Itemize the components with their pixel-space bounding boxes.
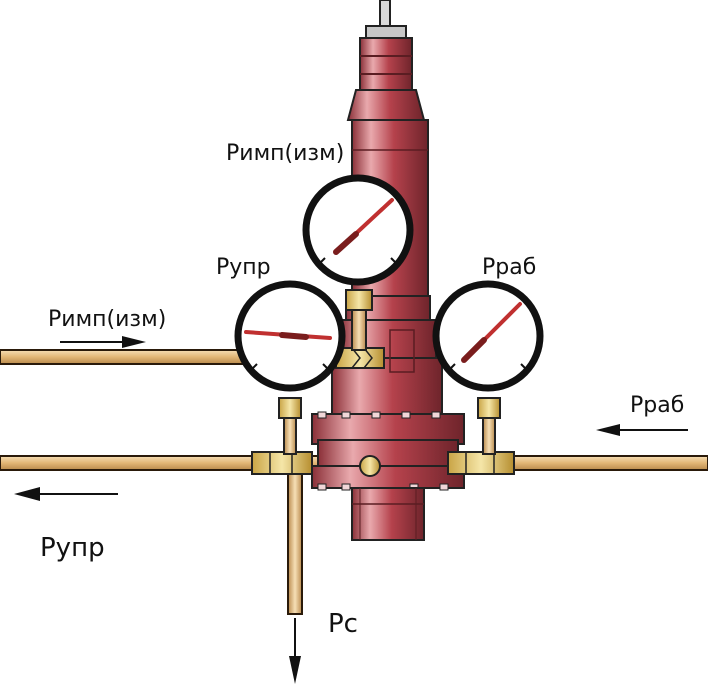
label-gauge-left: Pупр — [216, 255, 271, 280]
gauge-stem-left — [278, 397, 302, 455]
label-inlet-right: Pраб — [630, 393, 684, 418]
flow-arrow-inlet-right-icon — [596, 424, 688, 436]
label-gauge-top: Pимп(изм) — [226, 141, 344, 166]
flow-arrow-outlet-down-icon — [289, 618, 301, 684]
label-inlet-left: Pимп(изм) — [48, 307, 166, 332]
gauge-stem-top — [345, 289, 373, 351]
gauge-right — [432, 280, 544, 392]
label-outlet-left: Pупр — [40, 533, 105, 563]
pipe-outlet-vertical — [287, 461, 303, 615]
flow-arrow-outlet-left-icon — [14, 487, 118, 501]
fitting-left — [251, 451, 313, 475]
gauge-stem-right — [477, 397, 501, 455]
gauge-top — [302, 174, 414, 286]
gauge-left — [234, 280, 346, 392]
flow-arrow-inlet-left-icon — [60, 336, 146, 348]
label-outlet-bottom: Pс — [328, 609, 358, 639]
label-gauge-right: Pраб — [482, 255, 536, 280]
fitting-right — [447, 451, 515, 475]
body-plug — [359, 455, 381, 477]
